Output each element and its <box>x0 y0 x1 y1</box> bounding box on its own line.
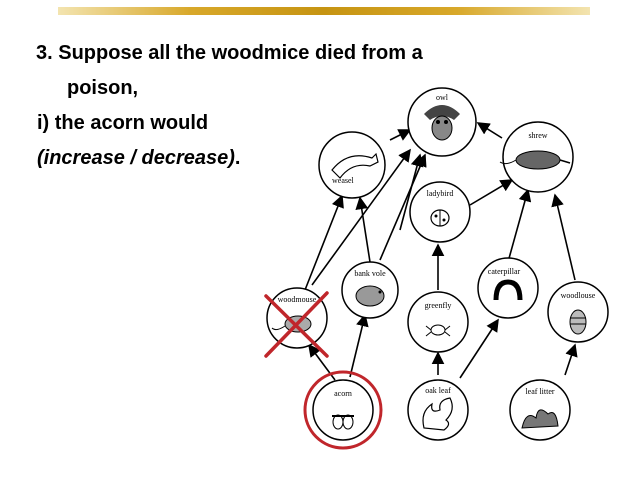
organism-leaf-litter: leaf litter <box>509 379 571 441</box>
bank-vole-icon <box>355 285 385 307</box>
leaf-litter-icon <box>521 409 559 429</box>
arrow-weasel-owl <box>389 129 412 141</box>
weasel-icon <box>331 152 379 179</box>
question-line-2: poison, <box>67 77 139 99</box>
question-line-4: (increase / decrease). <box>37 146 240 170</box>
arrow-woodmouse-owl <box>311 148 411 286</box>
top-accent-bar <box>58 7 590 15</box>
organism-greenfly: greenfly <box>407 291 469 353</box>
weasel-label: weasel <box>332 176 355 185</box>
question-line-3: i) the acorn would <box>37 112 209 134</box>
arrow-bankvole-owl <box>379 153 427 261</box>
woodmouse-cross-mark <box>264 291 329 358</box>
ladybird-icon <box>430 209 450 227</box>
arrow-woodmouse-weasel <box>304 194 344 291</box>
feeding-arrows <box>304 122 578 381</box>
greenfly-icon <box>425 324 451 337</box>
arrow-shrew-owl <box>476 122 503 139</box>
organism-caterpillar: caterpillar <box>477 257 539 319</box>
woodlouse-icon <box>569 309 587 335</box>
arrow-woodlouse-shrew <box>551 193 576 281</box>
question-period: . <box>234 147 241 169</box>
oak-leaf-icon <box>422 397 453 431</box>
acorn-label: acorn <box>334 389 352 398</box>
organism-owl: owl <box>407 87 477 157</box>
organism-woodmouse: woodmouse <box>266 287 328 349</box>
organism-ladybird: ladybird <box>409 181 471 243</box>
greenfly-label: greenfly <box>425 301 452 310</box>
arrow-leaflitter-woodlouse <box>564 343 578 376</box>
organism-shrew: shrew <box>499 121 574 193</box>
bank-vole-label: bank vole <box>354 269 386 278</box>
question-line-1: 3. Suppose all the woodmice died from a <box>36 42 423 64</box>
woodmouse-label: woodmouse <box>278 295 317 304</box>
organism-woodlouse: woodlouse <box>547 281 609 343</box>
shrew-icon <box>499 150 571 170</box>
acorn-highlight-circle <box>303 370 383 450</box>
acorn-icon <box>332 414 354 430</box>
arrow-caterpillar-shrew <box>507 188 532 263</box>
leaf-litter-label: leaf litter <box>525 387 554 396</box>
answer-options: (increase / decrease) <box>37 147 235 169</box>
caterpillar-icon <box>493 279 523 301</box>
organism-weasel: weasel <box>318 131 386 199</box>
organism-acorn: acorn <box>312 379 374 441</box>
woodlouse-label: woodlouse <box>561 291 596 300</box>
organism-oak-leaf: oak leaf <box>407 379 469 441</box>
ladybird-label: ladybird <box>427 189 454 198</box>
arrow-oakleaf-caterpillar <box>459 318 499 379</box>
arrow-bankvole-weasel <box>355 196 371 263</box>
caterpillar-label: caterpillar <box>488 267 521 276</box>
arrow-ladybird-shrew <box>469 179 514 206</box>
owl-label: owl <box>436 93 449 102</box>
owl-icon <box>424 105 460 141</box>
shrew-label: shrew <box>528 131 547 140</box>
arrow-acorn-bankvole <box>349 313 369 378</box>
oak-leaf-label: oak leaf <box>425 386 451 395</box>
organism-bank-vole: bank vole <box>341 261 399 319</box>
